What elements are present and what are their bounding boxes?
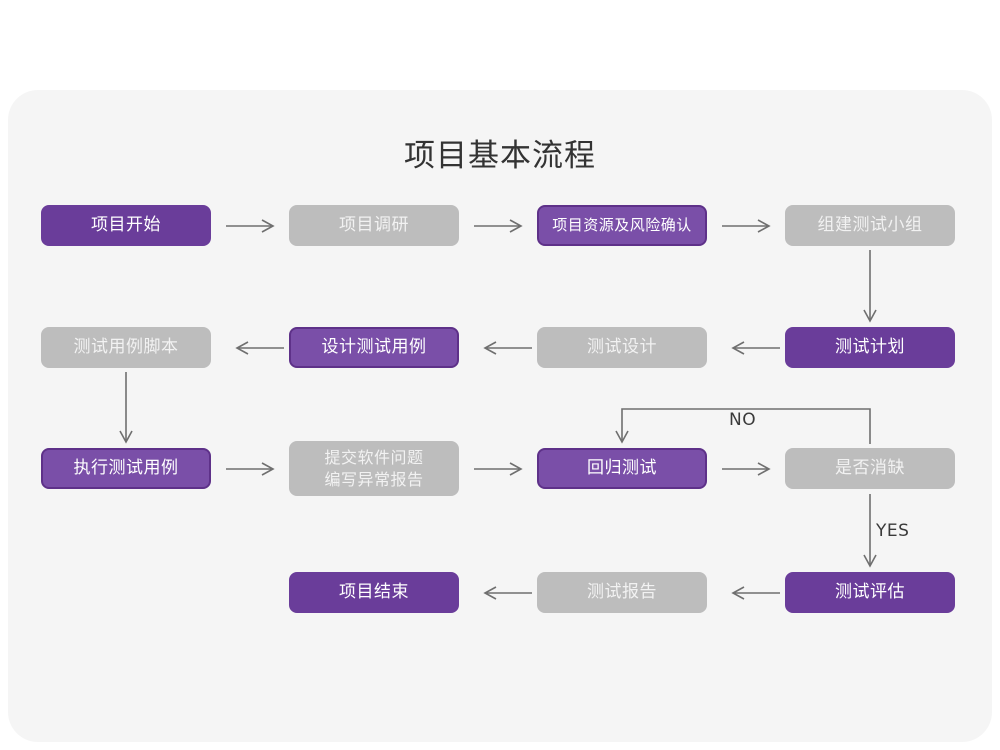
- node-design-test-case[interactable]: 设计测试用例: [289, 327, 459, 368]
- node-test-design[interactable]: 测试设计: [537, 327, 707, 368]
- edge-regression-to-defect: [722, 462, 771, 476]
- edge-report-to-end: [483, 586, 532, 600]
- edge-label-no: NO: [729, 410, 757, 430]
- edge-script-to-execute: [119, 372, 133, 444]
- edge-resource-to-team: [722, 219, 771, 233]
- node-resource-risk-confirm[interactable]: 项目资源及风险确认: [537, 205, 707, 246]
- node-defect-cleared[interactable]: 是否消缺: [785, 448, 955, 489]
- edge-case-to-script: [235, 341, 284, 355]
- node-regression-test[interactable]: 回归测试: [537, 448, 707, 489]
- edge-survey-to-resource: [474, 219, 523, 233]
- node-submit-issue-report[interactable]: 提交软件问题 编写异常报告: [289, 441, 459, 496]
- node-project-end[interactable]: 项目结束: [289, 572, 459, 613]
- page-title: 项目基本流程: [404, 138, 596, 174]
- node-test-case-script[interactable]: 测试用例脚本: [41, 327, 211, 368]
- edge-evaluation-to-report: [731, 586, 780, 600]
- edge-execute-to-submit: [226, 462, 275, 476]
- edge-label-yes: YES: [876, 521, 910, 541]
- node-project-start[interactable]: 项目开始: [41, 205, 211, 246]
- edge-team-to-plan: [863, 250, 877, 323]
- node-test-report[interactable]: 测试报告: [537, 572, 707, 613]
- node-build-test-team[interactable]: 组建测试小组: [785, 205, 955, 246]
- node-execute-test-case[interactable]: 执行测试用例: [41, 448, 211, 489]
- node-test-plan[interactable]: 测试计划: [785, 327, 955, 368]
- edge-design-to-case: [483, 341, 532, 355]
- edge-defect-to-evaluation-yes: [863, 494, 877, 568]
- edge-plan-to-design: [731, 341, 780, 355]
- node-project-survey[interactable]: 项目调研: [289, 205, 459, 246]
- edge-start-to-survey: [226, 219, 275, 233]
- node-test-evaluation[interactable]: 测试评估: [785, 572, 955, 613]
- edge-submit-to-regression: [474, 462, 523, 476]
